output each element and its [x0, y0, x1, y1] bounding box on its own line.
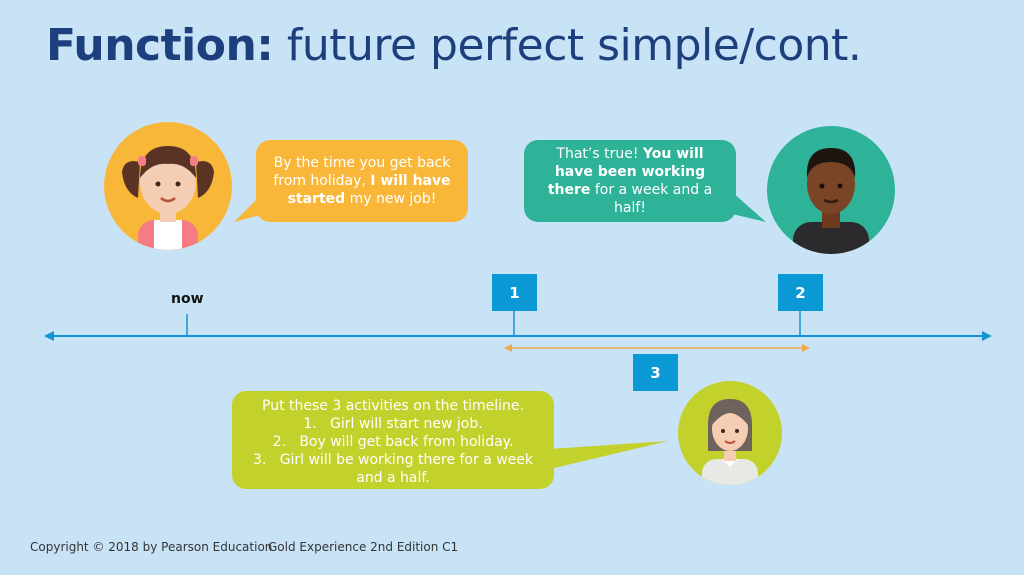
list-item: 1. Girl will start new job. — [232, 415, 554, 433]
list-item: 2. Boy will get back from holiday. — [232, 433, 554, 451]
boy-speech-text: That’s true! You will have been working … — [536, 145, 724, 217]
list-item-text: Girl will start new job. — [330, 416, 483, 432]
bubble-tail — [550, 441, 668, 469]
girl-speech-bold: I will have started — [287, 173, 451, 207]
girl-speech-post: my new job! — [345, 191, 437, 207]
teacher-intro: Put these 3 activities on the timeline. — [262, 398, 524, 414]
page-title: Function: future perfect simple/cont. — [46, 20, 862, 71]
bubble-tail — [234, 192, 264, 222]
list-item-text: Girl will be working there for a week an… — [279, 452, 534, 486]
timeline-right-arrow — [982, 331, 992, 341]
marker-1: 1 — [492, 274, 537, 311]
title-bold: Function: — [46, 20, 274, 71]
timeline-left-arrow — [44, 331, 54, 341]
bubble-tail — [732, 192, 766, 222]
edition-text: Gold Experience 2nd Edition C1 — [268, 540, 459, 554]
list-item-text: Boy will get back from holiday. — [299, 434, 514, 450]
list-item: 3. Girl will be working there for a week… — [232, 451, 554, 487]
marker-3: 3 — [633, 354, 678, 391]
girl-speech-text: By the time you get back from holiday, I… — [270, 154, 454, 208]
list-item-number: 3. — [252, 452, 267, 468]
now-label: now — [171, 291, 204, 307]
teacher-avatar — [678, 381, 782, 485]
girl-speech-bubble: By the time you get back from holiday, I… — [234, 140, 468, 222]
copyright-text: Copyright © 2018 by Pearson Education — [30, 540, 273, 554]
list-item-number: 1. — [303, 416, 317, 432]
boy-speech-pre: That’s true! — [556, 146, 643, 162]
activity-list: 1. Girl will start new job. 2. Boy will … — [232, 415, 554, 487]
boy-speech-bold: You will have been working there — [547, 146, 706, 198]
boy-speech-bubble: That’s true! You will have been working … — [524, 140, 766, 222]
marker-2: 2 — [778, 274, 823, 311]
duration-range-left-arrow — [504, 344, 512, 352]
teacher-speech-bubble: Put these 3 activities on the timeline. … — [232, 391, 668, 489]
girl-avatar — [104, 122, 232, 250]
boy-avatar — [767, 126, 895, 254]
girl-speech-pre: By the time you get back from holiday, — [273, 155, 451, 189]
title-rest: future perfect simple/cont. — [273, 20, 862, 71]
boy-speech-post: for a week and a half! — [590, 182, 713, 216]
duration-range-right-arrow — [802, 344, 810, 352]
list-item-number: 2. — [272, 434, 286, 450]
